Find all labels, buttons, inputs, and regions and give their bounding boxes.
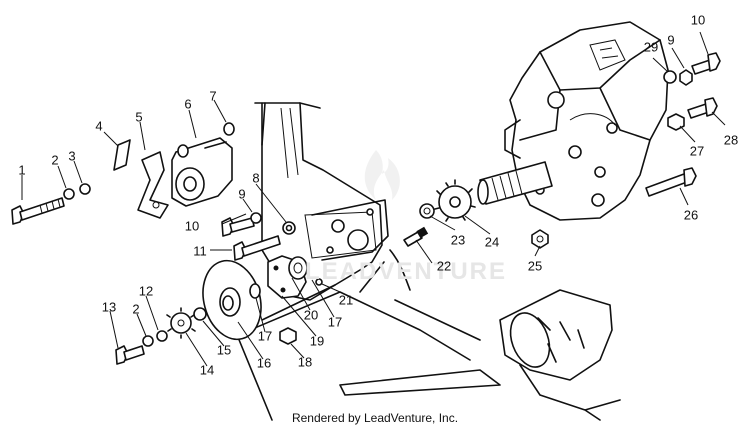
callout-18: 18 bbox=[297, 354, 313, 370]
callout-28: 28 bbox=[723, 132, 739, 148]
callout-10-top: 10 bbox=[690, 12, 706, 28]
bolt-11 bbox=[233, 235, 281, 261]
callout-17: 17 bbox=[257, 328, 273, 344]
washer-3 bbox=[79, 183, 91, 195]
callout-25: 25 bbox=[527, 258, 543, 274]
watermark-flame-icon bbox=[364, 150, 400, 200]
callout-5: 5 bbox=[135, 109, 143, 125]
callout-13: 13 bbox=[101, 299, 117, 315]
washer-2-lower bbox=[142, 335, 154, 347]
bolt-1 bbox=[11, 197, 65, 225]
washer-15 bbox=[193, 307, 207, 321]
callout-11: 11 bbox=[193, 243, 207, 259]
washer-29 bbox=[663, 70, 677, 84]
bolt-26 bbox=[645, 167, 697, 197]
callout-19: 19 bbox=[309, 333, 325, 349]
nut-25 bbox=[531, 229, 549, 249]
callout-6: 6 bbox=[184, 96, 192, 112]
decal-4 bbox=[113, 139, 131, 171]
callout-27: 27 bbox=[689, 143, 705, 159]
watermark-text: LEADVENTURE bbox=[305, 258, 508, 285]
drive-sprocket bbox=[434, 179, 476, 222]
washer-23 bbox=[419, 203, 435, 219]
callout-16: 16 bbox=[256, 355, 272, 371]
callout-1: 1 bbox=[18, 162, 26, 178]
callout-21: 21 bbox=[338, 292, 354, 308]
bearing-flange bbox=[267, 255, 308, 299]
callout-14: 14 bbox=[199, 362, 215, 378]
sprocket-14 bbox=[166, 307, 196, 339]
callout-2-lower: 2 bbox=[132, 301, 140, 317]
mounting-bracket bbox=[311, 199, 389, 261]
callout-9-top: 9 bbox=[667, 32, 675, 48]
callout-10: 10 bbox=[184, 218, 200, 234]
fastener-21 bbox=[315, 278, 323, 286]
bushing-17 bbox=[249, 283, 261, 299]
nut-18 bbox=[279, 327, 297, 345]
leader-lines bbox=[21, 31, 726, 367]
idler-housing-6 bbox=[171, 137, 233, 207]
pulley-16 bbox=[202, 259, 262, 341]
callout-9: 9 bbox=[238, 186, 246, 202]
bracket-5 bbox=[137, 151, 169, 219]
callout-23: 23 bbox=[450, 232, 466, 248]
bolt-13 bbox=[115, 345, 145, 365]
callout-24: 24 bbox=[484, 234, 500, 250]
callout-2: 2 bbox=[51, 152, 59, 168]
callout-12: 12 bbox=[138, 283, 154, 299]
callout-29: 29 bbox=[643, 39, 659, 55]
callout-17-right: 17 bbox=[327, 314, 343, 330]
washer-12 bbox=[156, 330, 168, 342]
nut-9-top bbox=[679, 69, 693, 86]
washer-9 bbox=[250, 212, 262, 224]
bolt-22 bbox=[403, 226, 429, 247]
bolt-10-top bbox=[691, 52, 721, 75]
bolt-10-left bbox=[221, 217, 255, 237]
bushing-7 bbox=[223, 122, 235, 136]
callout-26: 26 bbox=[683, 207, 699, 223]
callout-8: 8 bbox=[252, 170, 260, 186]
output-shaft bbox=[477, 161, 553, 205]
bolt-28 bbox=[687, 97, 718, 119]
callout-7: 7 bbox=[209, 88, 217, 104]
callout-3: 3 bbox=[68, 148, 76, 164]
callout-15: 15 bbox=[216, 342, 232, 358]
callout-22: 22 bbox=[436, 258, 452, 274]
washer-2 bbox=[63, 188, 75, 200]
footer-credit: Rendered by LeadVenture, Inc. bbox=[291, 411, 459, 425]
callout-20: 20 bbox=[303, 307, 319, 323]
chain-segment bbox=[389, 249, 411, 291]
lower-housing bbox=[339, 289, 621, 421]
callout-4: 4 bbox=[95, 118, 103, 134]
transaxle-housing bbox=[504, 21, 669, 221]
